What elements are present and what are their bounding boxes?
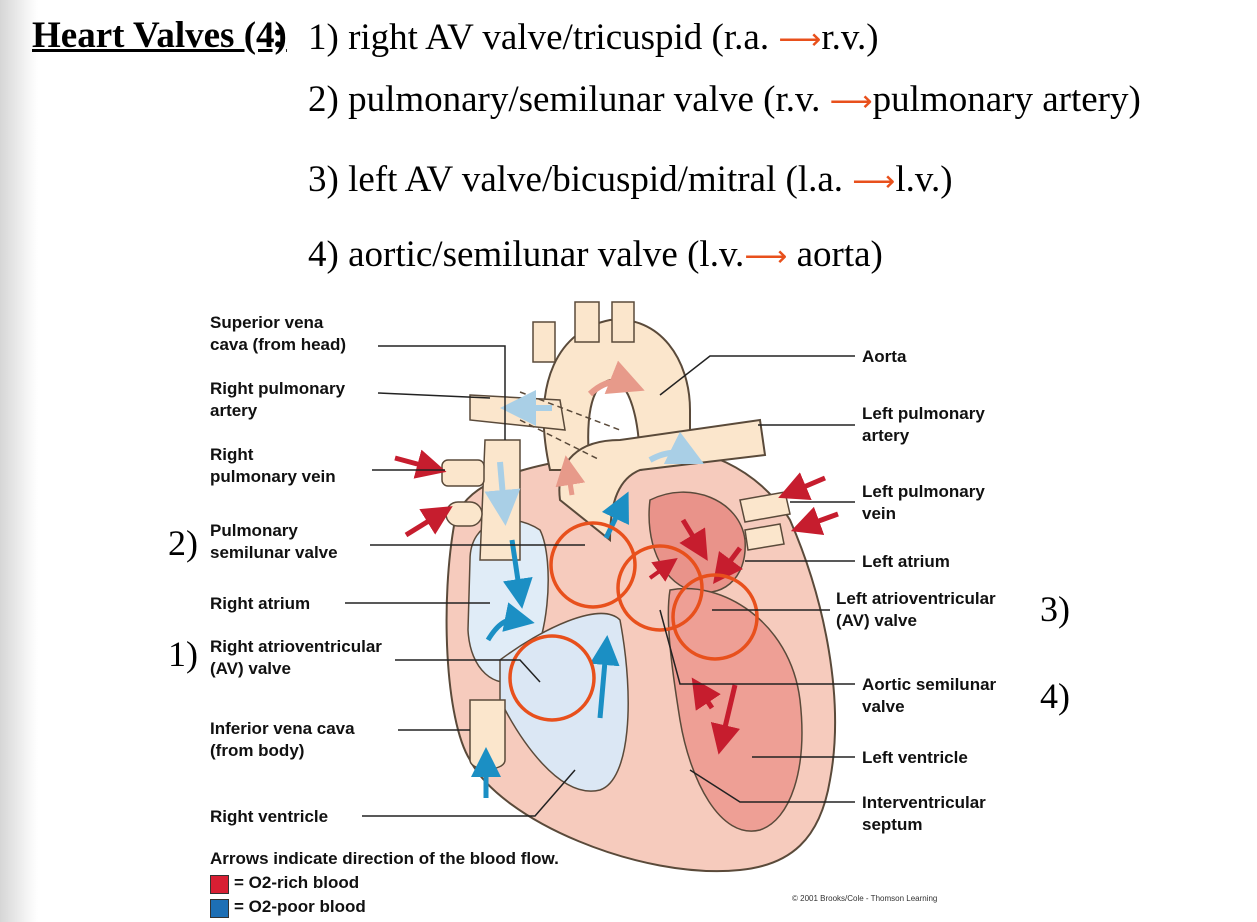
heading-colon: :	[272, 15, 285, 56]
highlight-right-av-valve	[508, 634, 596, 722]
left-ventricle-chamber	[667, 587, 803, 832]
slide-edge-shadow	[0, 0, 38, 922]
right-pulmonary-vein-vessel	[441, 459, 485, 487]
highlight-pulmonary-valve	[549, 521, 637, 609]
label-aorta: Aorta	[862, 347, 907, 366]
highlight-left-av-valve	[671, 573, 759, 661]
label-right-ventricle: Right ventricle	[210, 807, 329, 826]
slide-heading: Heart Valves (4)	[32, 15, 287, 56]
right-pulmonary-artery-vessel	[469, 394, 566, 431]
valve-line-4: 4) aortic/semilunar valve (l.v.⟶ aorta)	[308, 234, 883, 275]
valve-number-2: 2)	[168, 523, 198, 563]
inferior-vena-cava-vessel	[469, 699, 506, 770]
legend-swatch-o2-poor	[210, 899, 229, 918]
right-arrow-icon: ⟶	[778, 23, 822, 56]
right-arrow-icon: ⟶	[744, 240, 788, 273]
aortic-branch-1	[532, 321, 556, 363]
label-pulmonary-semilunar-valve: Pulmonary semilunar valve	[210, 521, 338, 562]
valve-line-2: 2) pulmonary/semilunar valve (r.v. ⟶pulm…	[308, 79, 1141, 120]
valve-number-4: 4)	[1040, 676, 1070, 716]
legend-caption: Arrows indicate direction of the blood f…	[210, 849, 559, 868]
label-left-av-valve: Left atrioventricular (AV) valve	[836, 589, 996, 630]
label-interventricular-septum: Interventricular septum	[862, 793, 986, 834]
aortic-branch-3	[611, 301, 635, 343]
right-arrow-icon: ⟶	[829, 85, 873, 118]
label-right-pulmonary-artery: Right pulmonary artery	[210, 379, 346, 420]
right-arrow-icon: ⟶	[852, 165, 896, 198]
label-right-atrium: Right atrium	[210, 594, 311, 613]
legend-swatch-o2-rich	[210, 875, 229, 894]
label-inferior-vena-cava: Inferior vena cava (from body)	[210, 719, 355, 760]
label-aortic-semilunar-valve: Aortic semilunar valve	[862, 675, 997, 716]
legend-label-o2-rich: = O2-rich blood	[234, 873, 360, 892]
label-left-pulmonary-vein: Left pulmonary vein	[862, 482, 985, 523]
label-left-pulmonary-artery: Left pulmonary artery	[862, 404, 985, 445]
valve-number-3: 3)	[1040, 589, 1070, 629]
valve-line-3: 3) left AV valve/bicuspid/mitral (l.a. ⟶…	[308, 159, 953, 200]
left-pulmonary-vein-vessel	[739, 491, 791, 523]
valve-line-1: 1) right AV valve/tricuspid (r.a. ⟶r.v.)	[308, 17, 879, 58]
valve-number-1: 1)	[168, 634, 198, 674]
aortic-branch-2	[574, 301, 600, 343]
highlight-aortic-valve	[616, 544, 704, 632]
label-right-av-valve: Right atrioventricular (AV) valve	[210, 637, 382, 678]
label-left-ventricle: Left ventricle	[862, 748, 968, 767]
label-right-pulmonary-vein: Right pulmonary vein	[210, 445, 336, 486]
label-superior-vena-cava: Superior vena cava (from head)	[210, 313, 347, 354]
label-left-atrium: Left atrium	[862, 552, 950, 571]
legend-label-o2-poor: = O2-poor blood	[234, 897, 366, 916]
copyright-credit: © 2001 Brooks/Cole - Thomson Learning	[792, 894, 938, 903]
